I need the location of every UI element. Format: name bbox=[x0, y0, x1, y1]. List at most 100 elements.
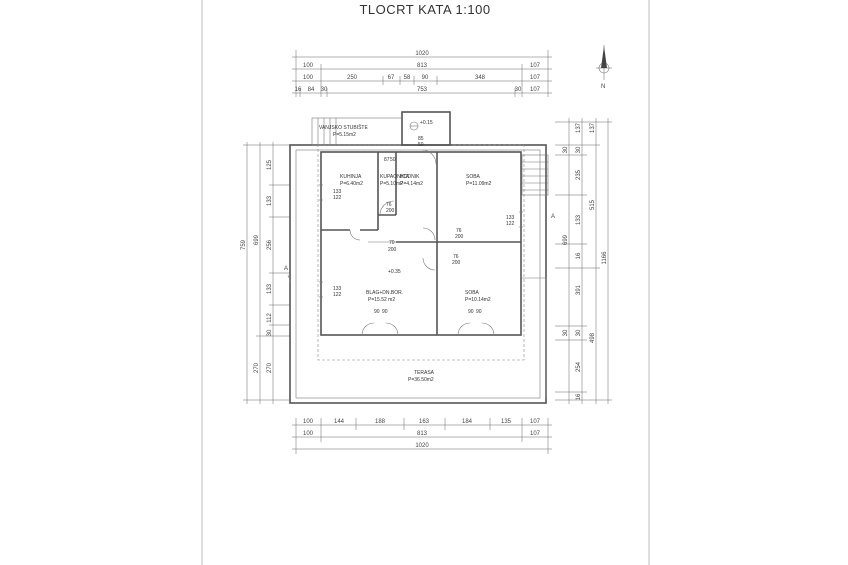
right-dim-wall-c: 30 bbox=[563, 329, 569, 336]
right-dim-in-a: 137 bbox=[576, 122, 582, 133]
left-dimension-lines bbox=[243, 142, 290, 404]
right-dimension-lines bbox=[555, 118, 612, 404]
room-area-bathroom: P=5.10m2 bbox=[380, 181, 403, 187]
room-area-hall: P=4.14m2 bbox=[400, 181, 423, 187]
top-dim-r3-a: 100 bbox=[303, 75, 314, 81]
hall-door1-height: 200 bbox=[455, 234, 464, 240]
bottom-dim-r1-b: 144 bbox=[334, 419, 345, 425]
top-dim-r3-f: 348 bbox=[475, 75, 486, 81]
terrace-door1-b: 90 bbox=[382, 309, 388, 315]
north-label: N bbox=[601, 84, 605, 90]
kitchen-door-width: 70 bbox=[389, 240, 395, 246]
north-arrow-icon bbox=[596, 45, 612, 80]
right-dim-wall-a: 30 bbox=[563, 146, 569, 153]
right-dim-mid-a: 137 bbox=[590, 122, 596, 133]
right-dim-mid-b: 515 bbox=[590, 199, 596, 210]
entry-landing bbox=[401, 111, 451, 146]
left-dim-in-d: 133 bbox=[267, 283, 273, 294]
top-dim-r3-g: 107 bbox=[530, 75, 541, 81]
level-marker-icon bbox=[409, 121, 419, 131]
kitchen-window-width: 133 bbox=[333, 189, 342, 195]
left-dim-in-g: 270 bbox=[267, 362, 273, 373]
room-name-bedroom1: SOBA bbox=[466, 174, 481, 180]
section-mark-left: A bbox=[284, 266, 288, 272]
living-window-height: 122 bbox=[333, 292, 342, 298]
bottom-dimension-lines bbox=[292, 418, 552, 454]
room-area-terrace: P=36.50m2 bbox=[408, 377, 434, 383]
right-dim-in-c: 235 bbox=[576, 169, 582, 180]
terrace-door2-b: 90 bbox=[476, 309, 482, 315]
top-dimension-lines bbox=[292, 50, 552, 97]
small-door2-width: 85 bbox=[418, 136, 424, 142]
left-dim-in-e: 112 bbox=[267, 313, 273, 323]
right-dim-in-h: 254 bbox=[576, 361, 582, 372]
left-dim-in-b: 133 bbox=[267, 195, 273, 206]
top-dim-r4-a: 16 bbox=[295, 87, 302, 93]
top-dim-r2-b: 813 bbox=[417, 63, 428, 69]
top-dim-r3-d: 58 bbox=[404, 75, 411, 81]
bottom-dim-r2-b: 813 bbox=[417, 431, 428, 437]
room-area-living: P=15.52 m2 bbox=[368, 297, 395, 303]
hall-door2-height: 200 bbox=[452, 260, 461, 266]
right-dim-mid-c: 498 bbox=[590, 332, 596, 343]
top-dim-r2-c: 107 bbox=[530, 63, 541, 69]
plan-title: TLOCRT KATA 1:100 bbox=[359, 2, 490, 17]
exterior-stair-right bbox=[521, 154, 549, 196]
exterior-stair-top bbox=[311, 117, 403, 146]
bath-door-height: 200 bbox=[386, 208, 395, 214]
right-dim-wall-b: 699 bbox=[563, 234, 569, 245]
bottom-dim-r2-a: 100 bbox=[303, 431, 314, 437]
bottom-dim-r1-a: 100 bbox=[303, 419, 314, 425]
bottom-dim-overall: 1020 bbox=[415, 443, 429, 449]
left-dim-in-f: 30 bbox=[267, 329, 273, 336]
room-name-hall: HODNIK bbox=[400, 174, 420, 180]
room-name-terrace: TERASA bbox=[414, 370, 435, 376]
left-dim-in-a: 125 bbox=[267, 159, 273, 170]
room-name-bathroom: KUPAONICA bbox=[380, 174, 410, 180]
terrace-railing bbox=[522, 277, 547, 398]
section-line bbox=[287, 274, 291, 283]
bottom-dim-r1-e: 184 bbox=[462, 419, 473, 425]
bath-door-width: 76 bbox=[386, 202, 392, 208]
small-door2-height: 50 bbox=[418, 142, 424, 148]
window-marks bbox=[319, 184, 523, 298]
top-dim-r4-c: 30 bbox=[321, 87, 328, 93]
left-dim-outer: 759 bbox=[241, 239, 247, 250]
kitchen-door-height: 200 bbox=[388, 247, 397, 253]
right-dim-in-f: 391 bbox=[576, 284, 582, 295]
bottom-dim-r1-g: 107 bbox=[530, 419, 541, 425]
living-window-width: 133 bbox=[333, 286, 342, 292]
room-name-bedroom2: SOBA bbox=[465, 290, 480, 296]
top-dim-r3-b: 250 bbox=[347, 75, 358, 81]
bottom-dim-r1-d: 163 bbox=[419, 419, 430, 425]
room-area-stair: P=5.15m2 bbox=[333, 132, 356, 138]
room-name-living: BLAG+DN.BOR. bbox=[366, 290, 403, 296]
bottom-dim-r2-c: 107 bbox=[530, 431, 541, 437]
right-dim-in-i: 16 bbox=[576, 393, 582, 400]
top-dim-r3-e: 90 bbox=[422, 75, 429, 81]
small-door1-width: 87 bbox=[384, 157, 390, 163]
top-dim-overall: 1020 bbox=[415, 51, 429, 57]
hall-door2-width: 76 bbox=[453, 254, 459, 260]
right-dim-in-e: 16 bbox=[576, 252, 582, 259]
top-dim-r2-a: 100 bbox=[303, 63, 314, 69]
bottom-dim-r1-c: 188 bbox=[375, 419, 386, 425]
slab-inner-outline bbox=[295, 149, 541, 399]
interior-walls bbox=[320, 151, 522, 336]
top-dim-r3-c: 67 bbox=[388, 75, 395, 81]
left-dim-mid-a: 699 bbox=[254, 234, 260, 245]
top-dim-r4-d: 753 bbox=[417, 87, 428, 93]
right-dim-in-d: 133 bbox=[576, 214, 582, 225]
room-area-bedroom2: P=10.14m2 bbox=[465, 297, 491, 303]
top-dim-r4-e: 30 bbox=[515, 87, 522, 93]
terrace-door1-a: 90 bbox=[374, 309, 380, 315]
bedroom-window-width: 133 bbox=[506, 215, 515, 221]
door-swings bbox=[349, 149, 495, 336]
inside-level-label: +0.35 bbox=[388, 269, 401, 275]
room-area-kitchen: P=6.40m2 bbox=[340, 181, 363, 187]
right-dim-in-b: 30 bbox=[576, 146, 582, 153]
bedroom-window-height: 122 bbox=[506, 221, 515, 227]
left-dim-mid-b: 270 bbox=[254, 362, 260, 373]
room-area-bedroom1: P=11.09m2 bbox=[466, 181, 492, 187]
